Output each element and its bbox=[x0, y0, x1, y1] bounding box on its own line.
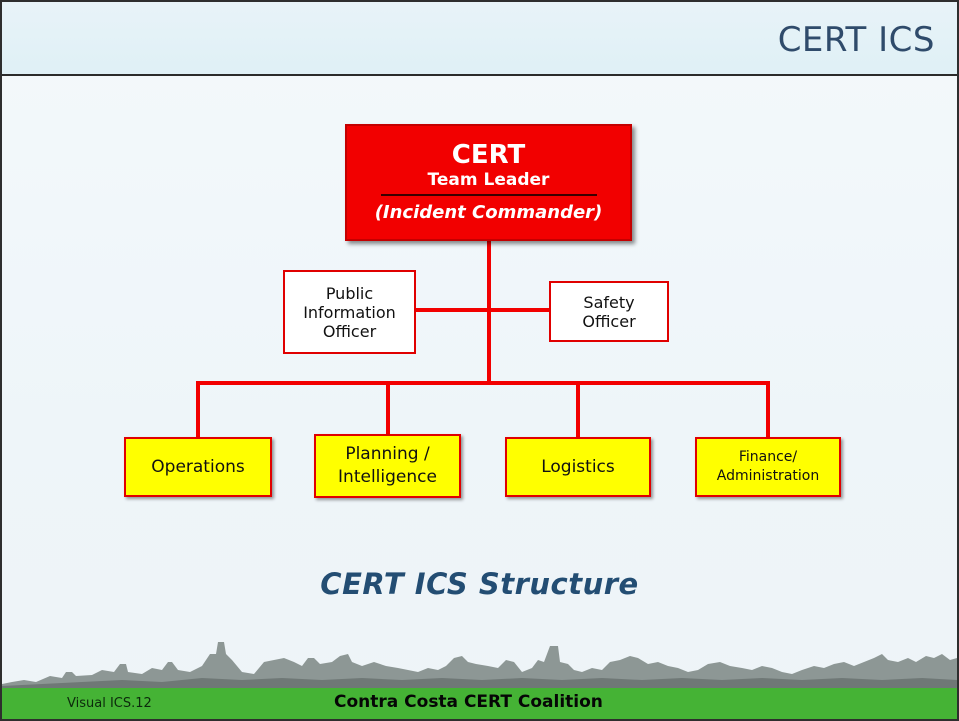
planning-intelligence-section-box: Planning / Intelligence bbox=[314, 434, 461, 498]
footer-band: Visual ICS.12 Contra Costa CERT Coalitio… bbox=[2, 688, 957, 719]
commander-subtitle: Team Leader bbox=[427, 170, 550, 190]
operations-label: Operations bbox=[151, 457, 245, 477]
pio-line: Information bbox=[303, 302, 396, 322]
finance-administration-section-box: Finance/ Administration bbox=[695, 437, 841, 497]
commander-role: (Incident Commander) bbox=[374, 202, 603, 223]
public-information-officer-box: Public Information Officer bbox=[283, 270, 416, 354]
header-band bbox=[2, 2, 957, 74]
safety-officer-box: Safety Officer bbox=[549, 281, 669, 342]
city-skyline-graphic bbox=[2, 642, 957, 688]
diagram-caption: CERT ICS Structure bbox=[320, 567, 639, 601]
planning-line: Intelligence bbox=[338, 467, 437, 487]
safety-line: Safety bbox=[583, 292, 635, 312]
logistics-section-box: Logistics bbox=[505, 437, 651, 497]
slide-title: CERT ICS bbox=[777, 20, 935, 60]
pio-line: Public bbox=[325, 283, 374, 303]
commander-divider bbox=[380, 194, 597, 196]
pio-line: Officer bbox=[322, 321, 377, 341]
operations-section-box: Operations bbox=[124, 437, 272, 497]
footer-organization: Contra Costa CERT Coalition bbox=[334, 692, 603, 712]
finance-line: Finance/ bbox=[738, 449, 798, 465]
logistics-label: Logistics bbox=[541, 457, 615, 477]
planning-line: Planning / bbox=[345, 444, 430, 464]
safety-line: Officer bbox=[582, 311, 636, 331]
commander-title: CERT bbox=[451, 140, 526, 170]
header-divider bbox=[2, 74, 957, 76]
finance-line: Administration bbox=[716, 468, 820, 484]
incident-commander-box: CERT Team Leader (Incident Commander) bbox=[345, 124, 632, 241]
footer-slide-id: Visual ICS.12 bbox=[67, 696, 152, 711]
